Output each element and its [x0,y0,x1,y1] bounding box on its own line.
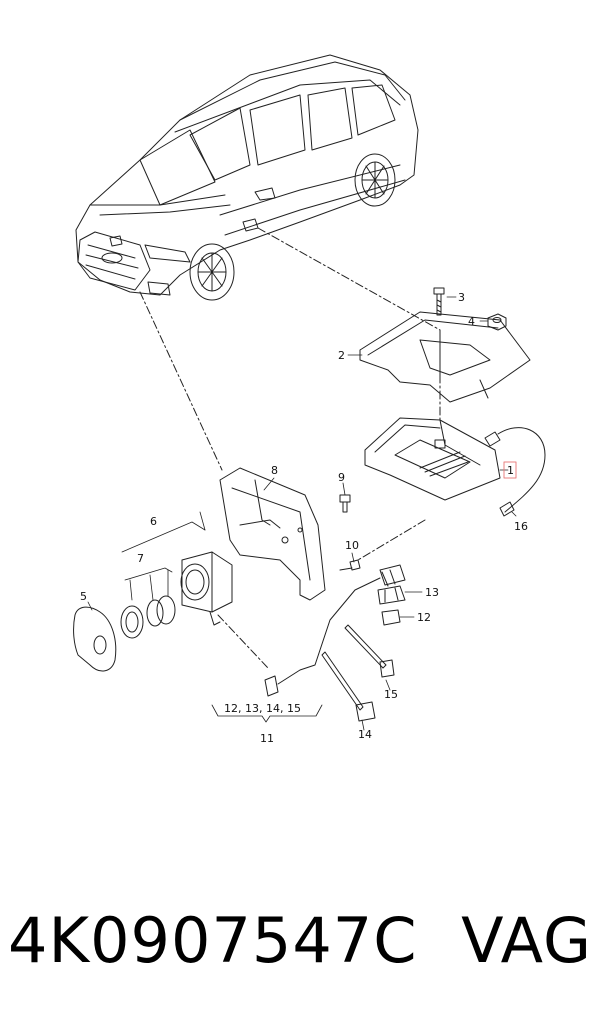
part-rings-7 [120,595,176,639]
label-6: 6 [150,515,157,528]
part-harness-11 [264,564,406,697]
parts-diagram: 1 2 3 4 5 6 7 8 9 10 11 12 13 14 15 16 1… [73,54,546,745]
caption: 4K0907547C VAG [8,895,592,985]
label-12: 12 [417,611,431,624]
label-5: 5 [80,590,87,603]
label-9: 9 [338,471,345,484]
leader-lines [139,227,441,669]
part-screw-9 [339,494,351,513]
part-bracket-8 [219,467,326,601]
part-clip-13 [377,585,406,605]
label-group: 12, 13, 14, 15 [224,702,301,715]
label-2: 2 [338,349,345,362]
car-illustration [75,54,419,301]
part-screw-10 [339,559,361,571]
part-bracket [359,311,531,403]
label-8: 8 [271,464,278,477]
label-14: 14 [358,728,372,741]
part-labels: 1 2 3 4 5 6 7 8 9 10 11 12 13 14 15 16 1… [80,291,528,745]
part-nut-4 [487,313,507,331]
brand: VAG [461,903,592,977]
part-cover-5 [73,606,117,672]
label-1-highlight [503,461,517,479]
label-1: 1 [507,464,514,477]
part-number: 4K0907547C [8,903,418,977]
label-10: 10 [345,539,359,552]
part-cable-16 [484,427,546,517]
part-tie-14 [321,651,376,722]
label-7: 7 [137,552,144,565]
label-13: 13 [425,586,439,599]
part-camera [180,551,233,626]
label-4: 4 [468,315,475,328]
label-3: 3 [458,291,465,304]
part-tie-15 [344,624,395,678]
label-16: 16 [514,520,528,533]
label-15: 15 [384,688,398,701]
label-leaders [87,296,517,731]
label-11: 11 [260,732,274,745]
part-bolt-3 [433,287,445,316]
part-clip-12 [381,609,401,626]
part-control-unit [364,417,501,501]
